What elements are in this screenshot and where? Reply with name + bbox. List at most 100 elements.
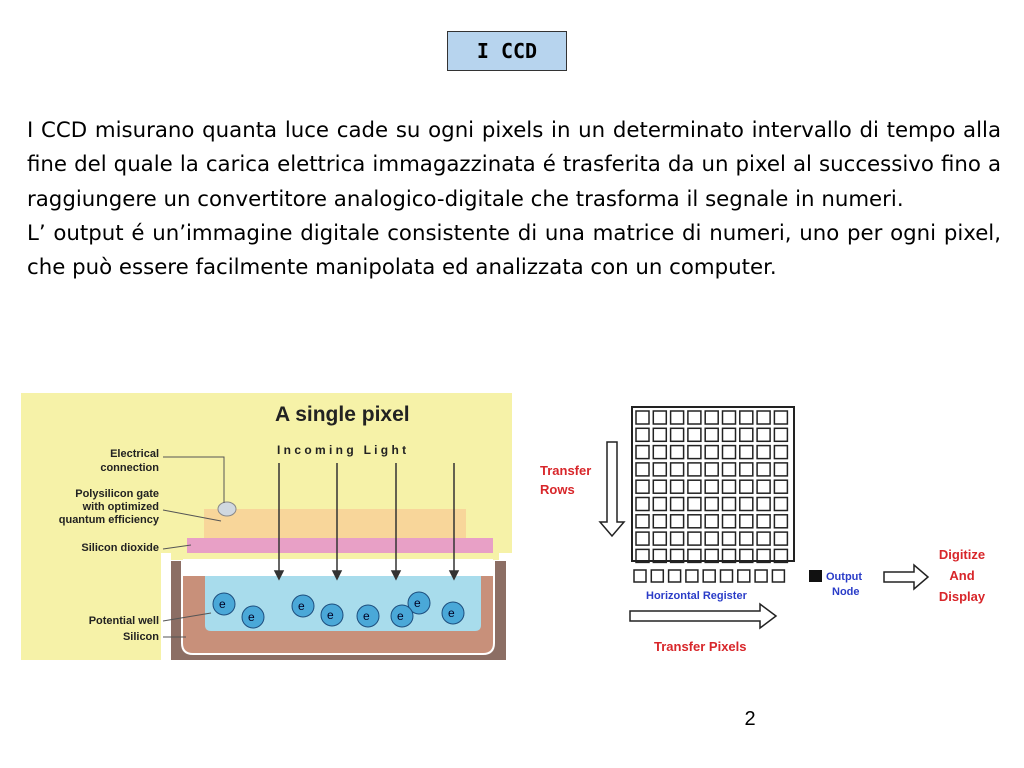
single-pixel-diagram: A single pixel I n c o m i n g L i g h t…: [21, 393, 512, 660]
matrix-cell: [721, 410, 737, 425]
register-cell: [719, 569, 734, 583]
svg-text:e: e: [219, 597, 226, 611]
matrix-cell: [773, 514, 789, 529]
horizontal-register-cells: [633, 569, 786, 583]
body-text: I CCD misurano quanta luce cade su ogni …: [27, 114, 1001, 285]
polysilicon-gate: [204, 509, 466, 538]
matrix-cell: [739, 531, 754, 546]
matrix-cell: [669, 531, 685, 546]
matrix-cell: [756, 496, 771, 512]
matrix-cell: [756, 444, 771, 460]
matrix-cell: [635, 462, 650, 477]
matrix-cell: [773, 496, 789, 512]
register-cell: [685, 569, 699, 583]
matrix-cell: [652, 496, 668, 512]
svg-text:e: e: [298, 599, 305, 613]
electron-icon: e: [441, 601, 465, 625]
matrix-cell: [721, 514, 737, 529]
matrix-cell: [756, 531, 771, 546]
matrix-cell: [704, 410, 719, 425]
matrix-cell: [687, 548, 702, 564]
matrix-cell: [687, 479, 702, 494]
matrix-cell: [739, 462, 754, 477]
label-polysilicon-1: Polysilicon gate: [75, 488, 159, 500]
electron-icon: e: [291, 594, 315, 618]
digitize-label-3: Display: [939, 589, 986, 604]
matrix-cell: [773, 410, 789, 425]
slide-title: I CCD: [447, 31, 567, 71]
matrix-cell: [704, 548, 719, 564]
page-number: 2: [744, 708, 756, 730]
incoming-light-label: I n c o m i n g L i g h t: [277, 443, 406, 457]
horizontal-register-label: Horizontal Register: [646, 590, 748, 602]
matrix-cell: [669, 496, 685, 512]
matrix-cell: [704, 479, 719, 494]
register-cell: [737, 569, 751, 583]
matrix-cell: [739, 479, 754, 494]
digitize-label-2: And: [949, 568, 974, 583]
transfer-rows-arrow-icon: [598, 441, 626, 538]
matrix-cell: [652, 479, 668, 494]
matrix-cell: [721, 531, 737, 546]
matrix-cell: [687, 427, 702, 443]
matrix-cell: [704, 514, 719, 529]
output-node-label-2: Node: [832, 586, 860, 598]
matrix-cell: [704, 531, 719, 546]
matrix-cell: [687, 444, 702, 460]
paragraph-1: I CCD misurano quanta luce cade su ogni …: [27, 118, 1001, 212]
matrix-cell: [739, 514, 754, 529]
matrix-cell: [756, 410, 771, 425]
digitize-label-1: Digitize: [939, 547, 985, 562]
matrix-cell: [635, 427, 650, 443]
matrix-cell: [756, 479, 771, 494]
matrix-cell: [669, 462, 685, 477]
matrix-cell: [756, 548, 771, 564]
matrix-cell: [773, 531, 789, 546]
electron-icon: e: [390, 604, 414, 628]
matrix-cell: [635, 496, 650, 512]
matrix-cell: [773, 444, 789, 460]
well-top: [183, 559, 493, 576]
paragraph-2: L’ output é un’immagine digitale consist…: [27, 220, 1001, 281]
matrix-cell: [739, 410, 754, 425]
transfer-pixels-label: Transfer Pixels: [654, 639, 747, 654]
electron-icon: e: [407, 591, 431, 615]
svg-text:e: e: [248, 610, 255, 624]
matrix-cell: [721, 479, 737, 494]
matrix-cell: [773, 479, 789, 494]
electron-icon: e: [320, 603, 344, 627]
matrix-cell: [635, 514, 650, 529]
matrix-cell: [739, 444, 754, 460]
matrix-cell: [635, 444, 650, 460]
output-node-label-1: Output: [826, 571, 862, 583]
pixel-matrix: [631, 406, 795, 562]
matrix-cell: [721, 444, 737, 460]
matrix-cell: [704, 496, 719, 512]
electron-icon: e: [356, 604, 380, 628]
matrix-cell: [704, 462, 719, 477]
light-arrows: [273, 463, 460, 581]
matrix-cell: [721, 548, 737, 564]
electrons: e e e e e e e e: [212, 591, 465, 629]
matrix-cell: [739, 548, 754, 564]
matrix-cell: [721, 496, 737, 512]
transfer-pixels-arrow-icon: [629, 602, 778, 630]
register-cell: [702, 569, 716, 583]
matrix-cell: [669, 444, 685, 460]
matrix-cell: [669, 410, 685, 425]
ccd-transfer-diagram: Transfer Rows Horizontal Register Output…: [540, 406, 986, 654]
transfer-rows-label-2: Rows: [540, 482, 575, 497]
matrix-cell: [704, 427, 719, 443]
matrix-cell: [652, 427, 668, 443]
label-polysilicon-3: quantum efficiency: [59, 514, 160, 526]
matrix-cells: [635, 410, 789, 564]
matrix-cell: [704, 444, 719, 460]
matrix-cell: [773, 462, 789, 477]
svg-text:e: e: [448, 606, 455, 620]
register-cell: [754, 569, 768, 583]
electrical-contact-icon: [217, 501, 237, 517]
pixel-diagram-title: A single pixel: [275, 403, 410, 426]
matrix-cell: [687, 410, 702, 425]
register-cell: [650, 569, 665, 583]
matrix-cell: [652, 548, 668, 564]
